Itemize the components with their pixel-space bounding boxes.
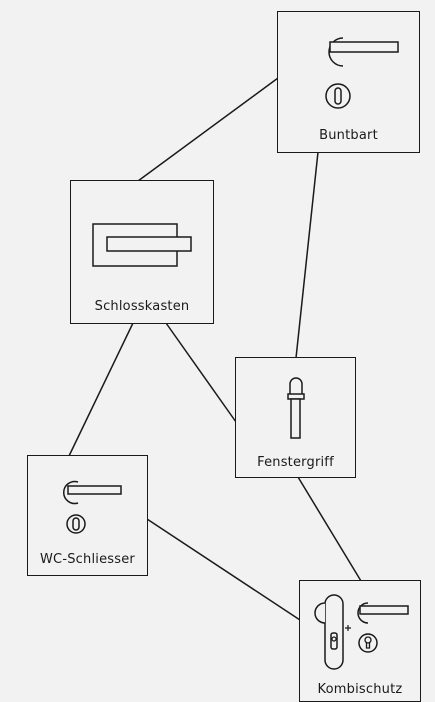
node-kombischutz[interactable]: Kombischutz [299,580,421,702]
edge-wc-schliesser-kombischutz [146,518,301,621]
edge-schlosskasten-buntbart [137,77,279,182]
node-wc-schliesser[interactable]: WC-Schliesser [27,455,148,576]
node-buntbart[interactable]: Buntbart [277,11,420,153]
lock-case-icon [92,223,192,267]
edge-schlosskasten-fenstergriff [165,322,237,423]
node-label-kombischutz: Kombischutz [317,682,403,697]
door-handle-with-keyhole-icon [325,37,399,109]
node-fenstergriff[interactable]: Fenstergriff [235,357,356,478]
node-label-wc-schliesser: WC-Schliesser [40,552,135,567]
node-label-fenstergriff: Fenstergriff [257,455,334,470]
window-handle-icon [287,377,305,439]
door-handle-with-wc-lock-icon [63,480,122,534]
edge-buntbart-fenstergriff [295,151,319,359]
security-handle-combo-icon [314,594,409,670]
edge-schlosskasten-wc-schliesser [68,322,134,457]
node-label-schlosskasten: Schlosskasten [94,299,190,314]
edge-fenstergriff-kombischutz [297,476,362,582]
node-label-buntbart: Buntbart [319,128,378,143]
node-schlosskasten[interactable]: Schlosskasten [70,180,214,324]
